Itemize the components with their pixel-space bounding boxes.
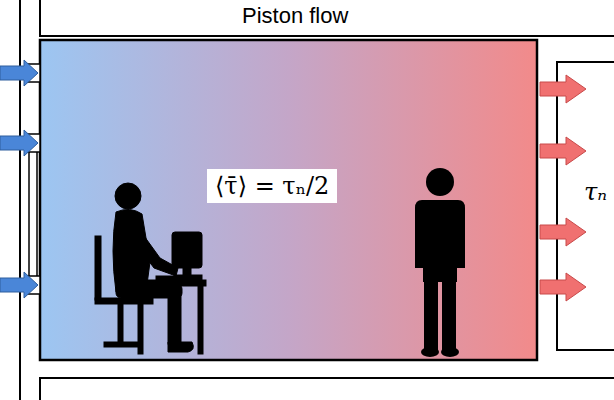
room bbox=[40, 40, 537, 360]
standing-person bbox=[415, 168, 465, 357]
nominal-time-constant: τₙ bbox=[584, 179, 607, 205]
diagram-title: Piston flow bbox=[242, 4, 348, 28]
inlet-frames bbox=[26, 64, 40, 294]
outlet-arrows bbox=[540, 75, 586, 301]
walls bbox=[20, 0, 614, 400]
seated-person-at-computer bbox=[95, 183, 206, 354]
mean-age-formula: ⟨τ̄⟩ = τₙ/2 bbox=[207, 169, 337, 203]
inlet-arrows bbox=[0, 60, 38, 298]
